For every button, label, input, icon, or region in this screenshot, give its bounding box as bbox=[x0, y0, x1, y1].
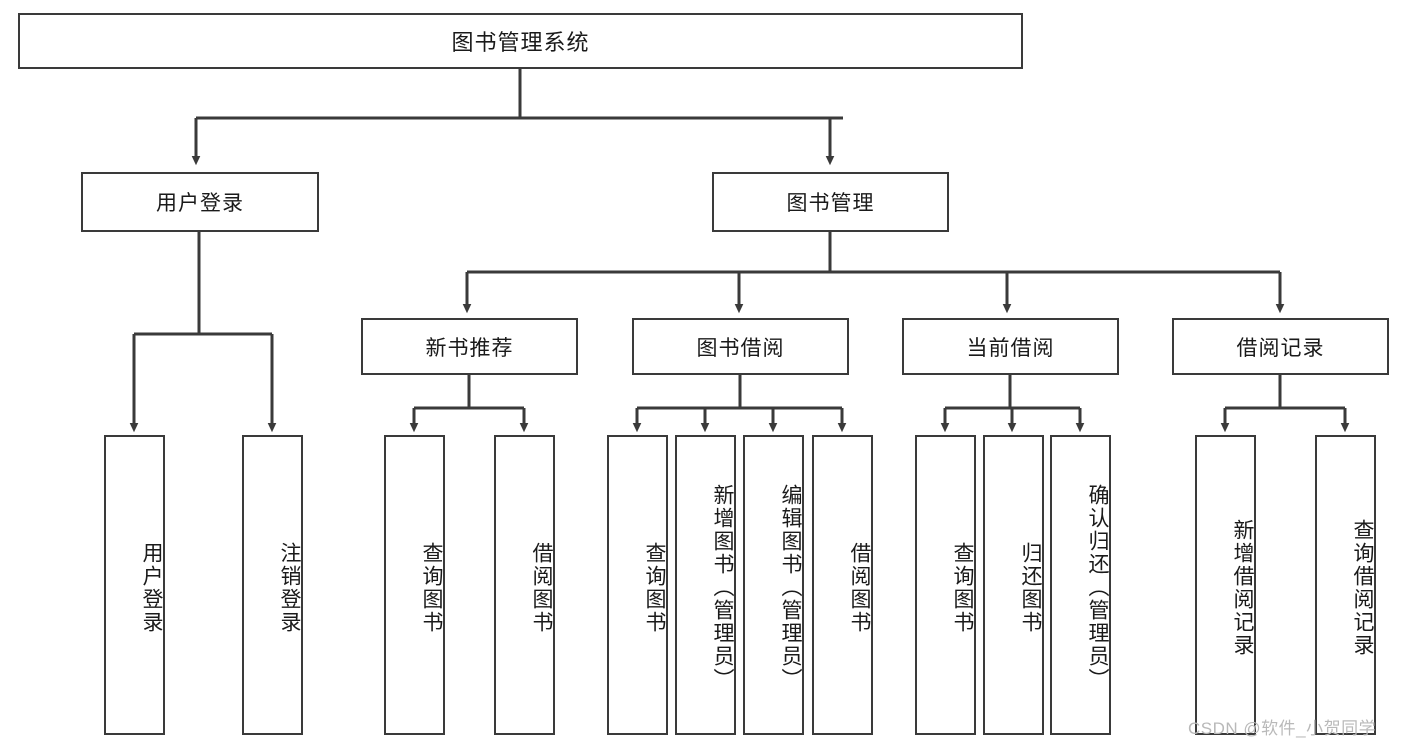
node-book-management[interactable]: 图书管理 bbox=[712, 172, 949, 232]
node-book-borrow[interactable]: 图书借阅 bbox=[632, 318, 849, 375]
leaf-borrow-book-recommend[interactable]: 借阅图书 bbox=[494, 435, 555, 735]
leaf-confirm-return[interactable]: 确认归还（管理员） bbox=[1050, 435, 1111, 735]
leaf-return-book[interactable]: 归还图书 bbox=[983, 435, 1044, 735]
leaf-query-book-borrow[interactable]: 查询图书 bbox=[607, 435, 668, 735]
node-current-borrow[interactable]: 当前借阅 bbox=[902, 318, 1119, 375]
csdn-watermark: CSDN @软件_小贺同学 bbox=[1188, 719, 1377, 738]
leaf-query-borrow-record[interactable]: 查询借阅记录 bbox=[1315, 435, 1376, 735]
node-borrow-record[interactable]: 借阅记录 bbox=[1172, 318, 1389, 375]
leaf-add-borrow-record[interactable]: 新增借阅记录 bbox=[1195, 435, 1256, 735]
leaf-user-login[interactable]: 用户登录 bbox=[104, 435, 165, 735]
leaf-query-book-current[interactable]: 查询图书 bbox=[915, 435, 976, 735]
node-root-system[interactable]: 图书管理系统 bbox=[18, 13, 1023, 69]
node-user-login[interactable]: 用户登录 bbox=[81, 172, 319, 232]
leaf-edit-book[interactable]: 编辑图书（管理员） bbox=[743, 435, 804, 735]
leaf-borrow-book-borrow[interactable]: 借阅图书 bbox=[812, 435, 873, 735]
leaf-add-book[interactable]: 新增图书（管理员） bbox=[675, 435, 736, 735]
node-new-book-recommend[interactable]: 新书推荐 bbox=[361, 318, 578, 375]
leaf-query-book-recommend[interactable]: 查询图书 bbox=[384, 435, 445, 735]
leaf-logout-login[interactable]: 注销登录 bbox=[242, 435, 303, 735]
